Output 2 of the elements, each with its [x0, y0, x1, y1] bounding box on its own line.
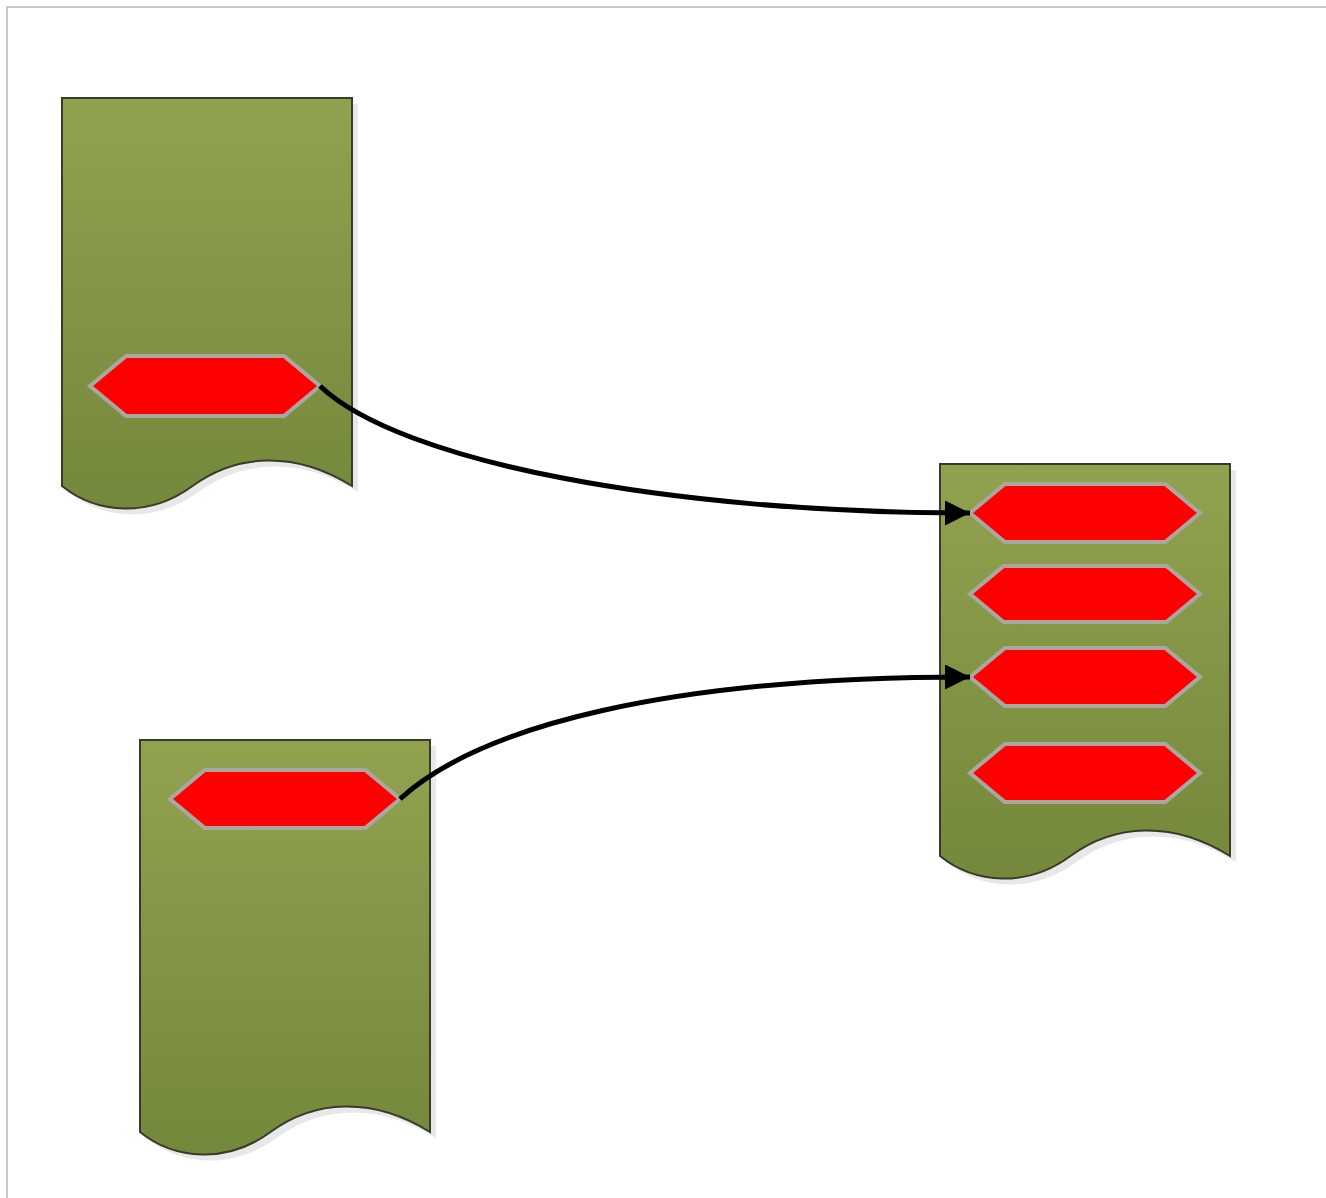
- curved-arrow: [318, 384, 971, 526]
- curved-arrow: [398, 664, 971, 801]
